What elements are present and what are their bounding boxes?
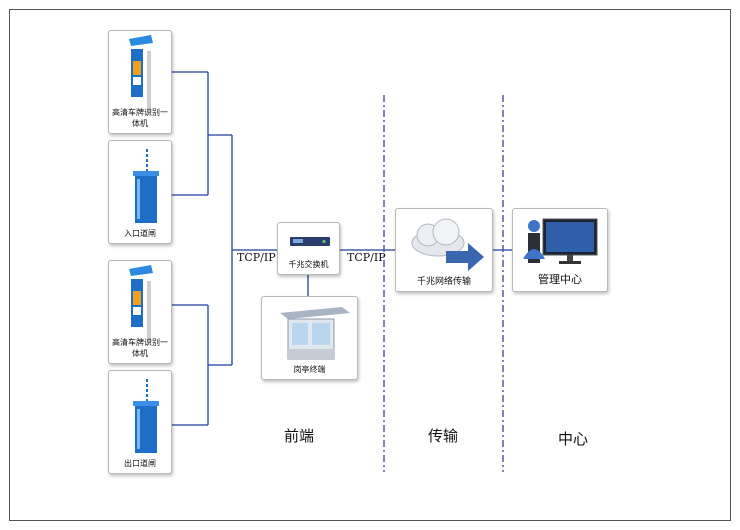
lpr-entry-label: 高清车牌识别一体机 (112, 108, 168, 128)
network-switch-icon (290, 237, 330, 246)
network-label: 千兆网络传输 (416, 277, 471, 287)
left-protocol-label: TCP/IP (237, 251, 276, 264)
lpr-camera-exit-card: 高清车牌识别一体机 (108, 260, 172, 364)
switch-label: 千兆交换机 (288, 260, 329, 269)
zone-label-center: 中心 (558, 430, 589, 448)
cloud-network-icon (411, 218, 484, 271)
network-card: 千兆网络传输 (395, 208, 493, 292)
zone-label-transport: 传输 (428, 427, 459, 445)
exit-gate-label: 出口道闸 (124, 459, 156, 468)
right-protocol-label: TCP/IP (347, 251, 386, 264)
center-card: 管理中心 (512, 208, 608, 292)
diagram-frame (9, 9, 731, 521)
booth-card: 岗亭终端 (261, 296, 358, 380)
computer-user-icon (523, 218, 598, 264)
zone-label-front: 前端 (284, 427, 315, 445)
exit-gate-card: 出口道闸 (108, 370, 172, 474)
barrier-gate-icon (133, 149, 159, 223)
booth-label: 岗亭终端 (293, 365, 326, 374)
lpr-camera-icon (129, 265, 153, 345)
lpr-camera-icon (129, 35, 153, 115)
lpr-exit-label: 高清车牌识别一体机 (112, 338, 168, 358)
entry-gate-card: 入口道闸 (108, 140, 172, 244)
lpr-camera-entry-card: 高清车牌识别一体机 (108, 30, 172, 134)
entry-gate-label: 入口道闸 (124, 229, 156, 238)
barrier-gate-icon (133, 379, 159, 453)
switch-card: 千兆交换机 (277, 222, 340, 275)
booth-icon (280, 307, 350, 360)
center-label: 管理中心 (538, 273, 582, 286)
